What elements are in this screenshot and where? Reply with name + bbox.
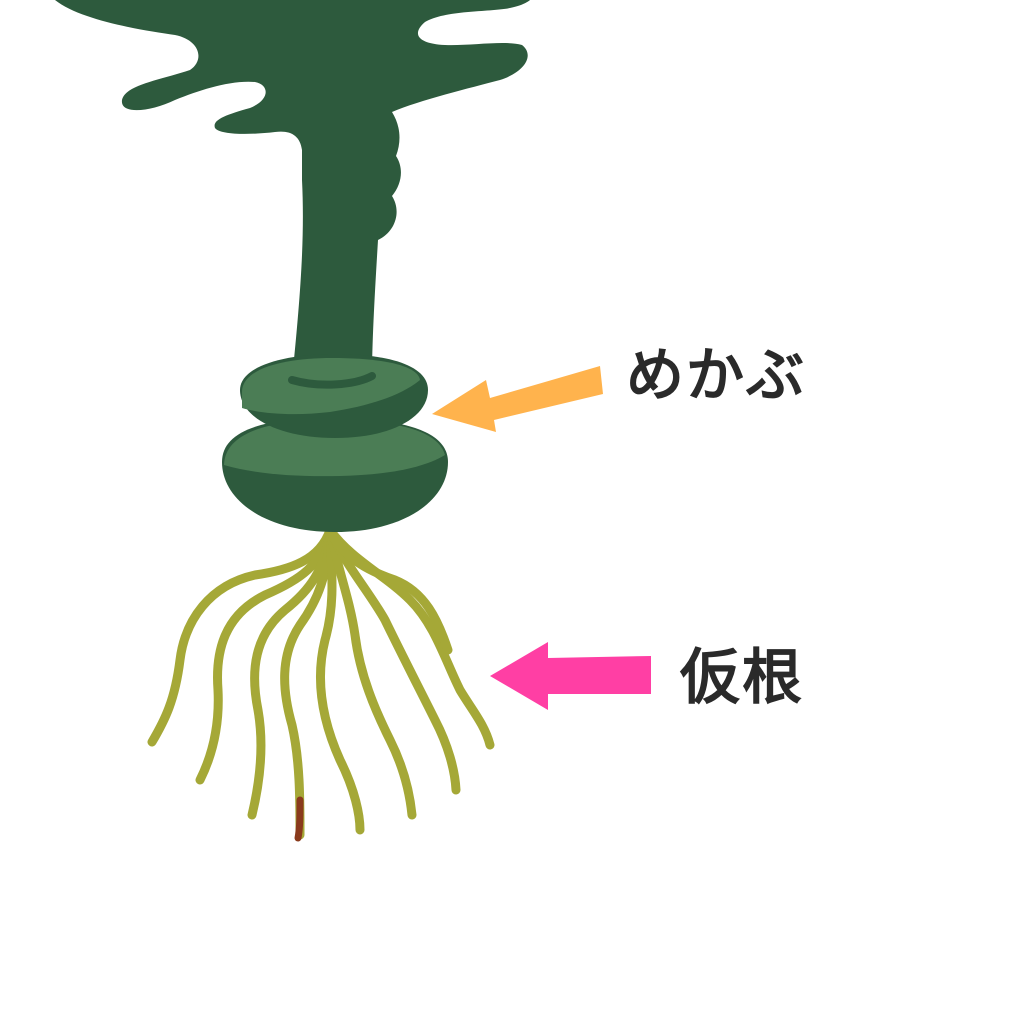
root xyxy=(315,525,365,835)
root xyxy=(247,525,335,820)
root xyxy=(325,525,417,820)
mekabu-lower-highlight xyxy=(224,420,445,477)
frond-blade xyxy=(55,0,530,380)
root xyxy=(325,525,453,655)
root xyxy=(325,525,461,795)
frond xyxy=(55,0,530,380)
root-tip-red xyxy=(294,796,304,842)
label-karine: 仮根 xyxy=(680,643,804,713)
arrow-mekabu-icon xyxy=(432,366,603,432)
root xyxy=(147,525,335,747)
root xyxy=(195,525,335,785)
mekabu-fold-line xyxy=(288,372,376,389)
arrow-karine-icon xyxy=(490,642,651,710)
root xyxy=(280,525,335,840)
label-mekabu: めかぶ xyxy=(626,341,807,409)
mekabu xyxy=(222,354,448,532)
holdfast-roots xyxy=(147,525,495,840)
